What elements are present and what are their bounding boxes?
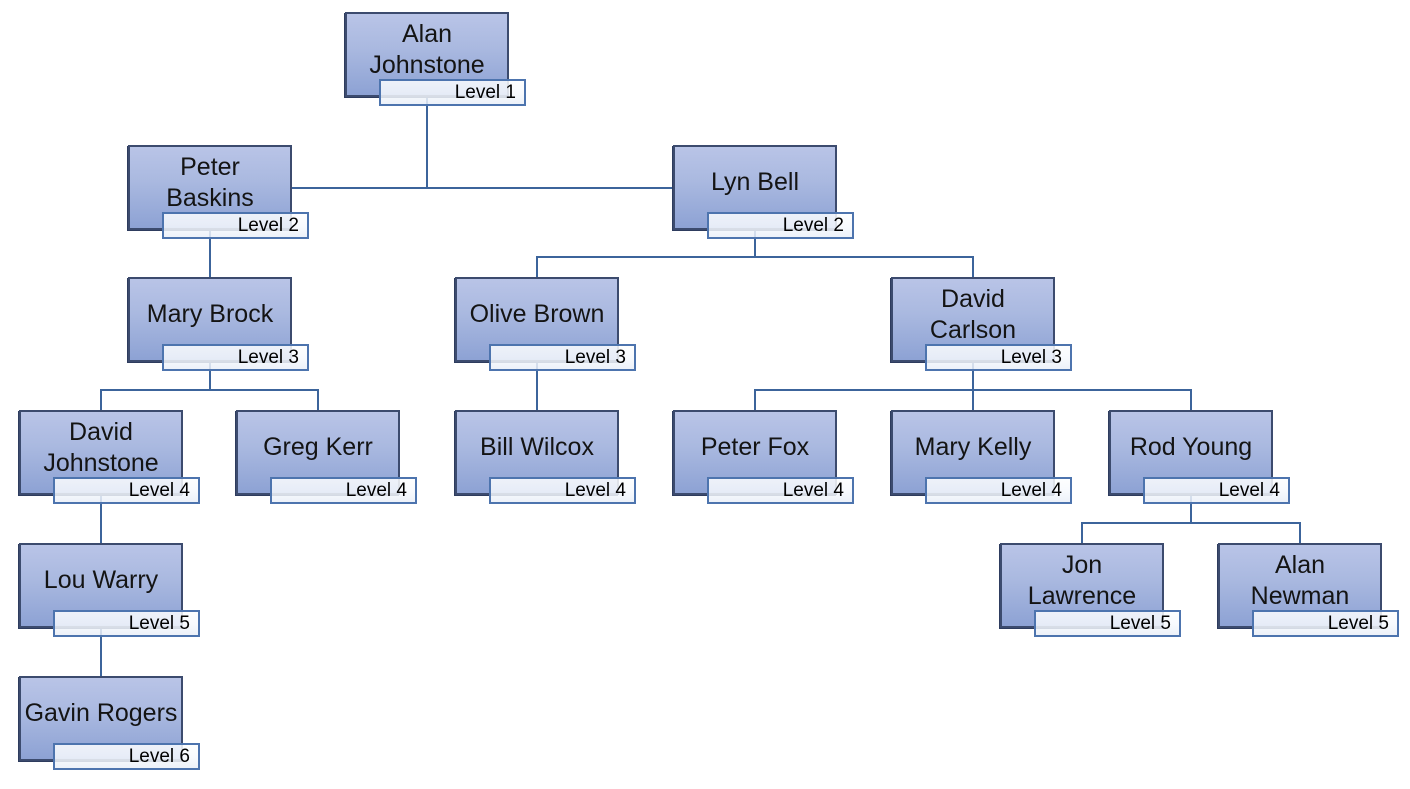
connector-line	[317, 390, 319, 410]
level-badge-peter-fox: Level 4	[707, 477, 854, 504]
person-name: Lyn Bell	[710, 168, 799, 196]
level-label: Level 4	[345, 479, 407, 501]
connector-line	[536, 257, 538, 277]
person-name: Alan Newman	[1250, 550, 1350, 610]
connector-line	[100, 495, 102, 543]
level-label: Level 3	[1000, 346, 1062, 368]
connector-line	[754, 230, 756, 257]
connector-line	[291, 186, 674, 189]
level-badge-alan-johnstone: Level 1	[379, 79, 526, 106]
person-name: Jon Lawrence	[1027, 550, 1137, 610]
org-node-gavin-rogers: Gavin Rogers	[19, 676, 183, 761]
person-name: Lou Warry	[43, 566, 159, 594]
connector-line	[100, 390, 102, 410]
level-label: Level 4	[564, 479, 626, 501]
level-label: Level 2	[237, 214, 299, 236]
connector-line	[100, 389, 319, 391]
level-badge-alan-newman: Level 5	[1252, 610, 1399, 637]
connector-line	[1190, 495, 1192, 523]
level-badge-rod-young: Level 4	[1143, 477, 1290, 504]
connector-line	[209, 362, 211, 390]
connector-line	[972, 390, 974, 410]
person-name: Rod Young	[1129, 433, 1253, 461]
level-label: Level 5	[1109, 612, 1171, 634]
level-badge-olive-brown: Level 3	[489, 344, 636, 371]
connector-line	[1081, 523, 1083, 543]
level-label: Level 1	[454, 81, 516, 103]
person-name: Mary Kelly	[914, 433, 1032, 461]
connector-line	[426, 97, 428, 189]
connector-line	[1190, 390, 1192, 410]
person-name: Gavin Rogers	[24, 699, 178, 727]
level-label: Level 4	[128, 479, 190, 501]
level-label: Level 5	[128, 612, 190, 634]
level-badge-bill-wilcox: Level 4	[489, 477, 636, 504]
level-badge-mary-brock: Level 3	[162, 344, 309, 371]
connector-line	[972, 257, 974, 277]
connector-line	[536, 362, 538, 410]
level-badge-peter-baskins: Level 2	[162, 212, 309, 239]
level-label: Level 4	[1218, 479, 1280, 501]
level-label: Level 3	[237, 346, 299, 368]
level-label: Level 6	[128, 745, 190, 767]
level-badge-greg-kerr: Level 4	[270, 477, 417, 504]
person-name: Olive Brown	[469, 300, 605, 328]
level-label: Level 3	[564, 346, 626, 368]
person-name: Alan Johnstone	[369, 19, 485, 79]
person-name: Mary Brock	[146, 300, 274, 328]
person-name: David Carlson	[929, 284, 1017, 344]
level-badge-jon-lawrence: Level 5	[1034, 610, 1181, 637]
connector-line	[209, 230, 211, 277]
level-badge-lyn-bell: Level 2	[707, 212, 854, 239]
person-name: David Johnstone	[43, 417, 159, 477]
person-name: Greg Kerr	[263, 433, 373, 461]
connector-line	[1081, 522, 1301, 524]
level-label: Level 5	[1327, 612, 1389, 634]
level-label: Level 4	[1000, 479, 1062, 501]
person-name: Peter Fox	[700, 433, 810, 461]
level-label: Level 2	[782, 214, 844, 236]
connector-line	[972, 362, 974, 390]
connector-line	[1299, 523, 1301, 543]
level-badge-mary-kelly: Level 4	[925, 477, 1072, 504]
person-name: Peter Baskins	[166, 152, 254, 212]
person-name: Bill Wilcox	[480, 433, 594, 461]
level-label: Level 4	[782, 479, 844, 501]
level-badge-gavin-rogers: Level 6	[53, 743, 200, 770]
connector-line	[536, 256, 974, 258]
level-badge-david-johnstone: Level 4	[53, 477, 200, 504]
level-badge-lou-warry: Level 5	[53, 610, 200, 637]
connector-line	[754, 390, 756, 410]
org-node-alan-johnstone: Alan Johnstone	[345, 12, 509, 97]
connector-line	[100, 628, 102, 676]
level-badge-david-carlson: Level 3	[925, 344, 1072, 371]
